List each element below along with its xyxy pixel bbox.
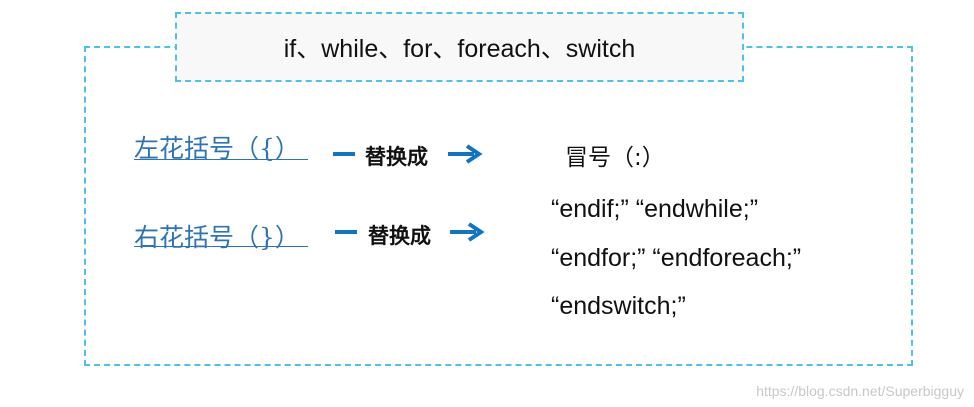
- title-box: if、while、for、foreach、switch: [175, 12, 744, 82]
- right-brace-underline: [134, 246, 308, 247]
- row1-dash: [333, 152, 355, 156]
- row2-arrow-icon: [450, 222, 485, 242]
- end-line-3: “endswitch;”: [551, 292, 686, 320]
- row1-arrow-icon: [448, 144, 483, 164]
- end-line-2: “endfor;” “endforeach;”: [551, 244, 802, 272]
- right-brace-label: 右花括号（}）: [134, 223, 300, 252]
- row2-dash: [335, 230, 357, 234]
- outer-dashed-box: [84, 46, 913, 366]
- title-text: if、while、for、foreach、switch: [283, 35, 636, 63]
- left-brace-label: 左花括号（{）: [134, 134, 300, 163]
- row1-replace-text: 替换成: [365, 145, 428, 169]
- row2-replace-text: 替换成: [368, 224, 431, 248]
- left-brace-underline: [134, 159, 308, 160]
- watermark: https://blog.csdn.net/Superbigguy: [756, 383, 964, 399]
- colon-result: 冒号（:）: [565, 145, 665, 171]
- end-line-1: “endif;” “endwhile;”: [551, 195, 759, 223]
